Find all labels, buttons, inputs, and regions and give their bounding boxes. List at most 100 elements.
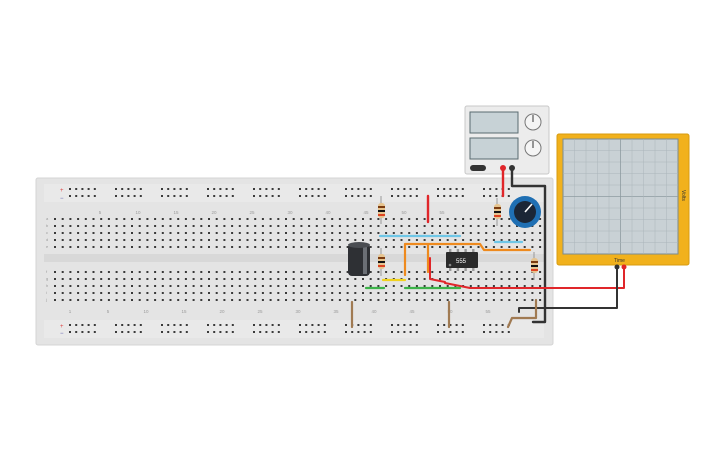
power-supply[interactable] bbox=[464, 105, 550, 175]
rail-hole bbox=[179, 188, 182, 190]
potentiometer[interactable] bbox=[509, 196, 541, 228]
rail-hole bbox=[345, 324, 347, 326]
wire-black-power[interactable] bbox=[510, 166, 547, 324]
breadboard-hole bbox=[161, 239, 164, 241]
breadboard-hole bbox=[100, 232, 103, 234]
breadboard-hole bbox=[184, 292, 187, 294]
breadboard-hole bbox=[454, 239, 457, 241]
rail-hole bbox=[133, 331, 136, 333]
rail-hole bbox=[139, 188, 142, 190]
breadboard-hole bbox=[177, 271, 180, 273]
breadboard-hole bbox=[92, 218, 95, 220]
breadboard-hole bbox=[215, 271, 218, 273]
breadboard-hole bbox=[446, 239, 449, 241]
breadboard-hole bbox=[246, 239, 249, 241]
breadboard-hole bbox=[200, 218, 203, 220]
breadboard-hole bbox=[469, 225, 472, 227]
breadboard-hole bbox=[115, 218, 118, 220]
breadboard-hole bbox=[107, 232, 110, 234]
rail-hole bbox=[271, 331, 274, 333]
breadboard-hole bbox=[161, 225, 164, 227]
breadboard-hole bbox=[177, 299, 180, 301]
rail-hole bbox=[271, 188, 274, 190]
breadboard-hole bbox=[200, 271, 203, 273]
resistor-1[interactable] bbox=[378, 196, 385, 224]
breadboard-hole bbox=[261, 232, 264, 234]
breadboard-top-rail bbox=[44, 184, 544, 202]
resistor-3[interactable] bbox=[494, 198, 501, 226]
rail-hole bbox=[115, 188, 117, 190]
breadboard-hole bbox=[107, 292, 110, 294]
resistor-3-band bbox=[494, 211, 501, 213]
rail-hole bbox=[139, 195, 142, 197]
breadboard-hole bbox=[192, 285, 195, 287]
breadboard-hole bbox=[346, 218, 349, 220]
breadboard-hole bbox=[539, 271, 542, 273]
wire-orange-main[interactable] bbox=[403, 242, 532, 277]
breadboard-hole bbox=[77, 278, 80, 280]
breadboard-hole bbox=[246, 292, 249, 294]
chip-pin bbox=[449, 268, 452, 271]
breadboard-hole bbox=[431, 285, 434, 287]
breadboard-hole bbox=[539, 246, 542, 248]
breadboard-hole bbox=[415, 225, 418, 227]
breadboard-hole bbox=[277, 271, 280, 273]
breadboard-hole bbox=[254, 271, 257, 273]
breadboard-hole bbox=[208, 246, 210, 248]
breadboard-hole bbox=[300, 285, 303, 287]
breadboard-hole bbox=[200, 225, 203, 227]
wires[interactable] bbox=[350, 166, 625, 329]
chip-notch bbox=[448, 263, 452, 267]
column-label: 45 bbox=[409, 309, 415, 314]
breadboard-hole bbox=[292, 285, 295, 287]
breadboard-hole bbox=[84, 271, 87, 273]
breadboard-hole bbox=[400, 292, 403, 294]
rail-hole bbox=[437, 195, 439, 197]
wire-red-chip[interactable] bbox=[429, 257, 446, 283]
breadboard-hole bbox=[423, 239, 426, 241]
breadboard-hole bbox=[192, 225, 195, 227]
rail-hole bbox=[207, 188, 209, 190]
rail-hole bbox=[437, 188, 439, 190]
breadboard-hole bbox=[392, 225, 395, 227]
rail-hole bbox=[259, 188, 262, 190]
breadboard-hole bbox=[323, 218, 326, 220]
breadboard-hole bbox=[138, 285, 141, 287]
breadboard-hole bbox=[346, 278, 349, 280]
resistor-2[interactable] bbox=[378, 248, 385, 276]
breadboard-hole bbox=[400, 232, 403, 234]
breadboard-hole bbox=[292, 225, 295, 227]
breadboard-hole bbox=[292, 218, 295, 220]
column-label: 10 bbox=[135, 210, 141, 215]
rail-hole bbox=[185, 331, 188, 333]
wire-black-scope[interactable] bbox=[518, 266, 618, 313]
breadboard-hole bbox=[146, 225, 149, 227]
breadboard-hole bbox=[400, 246, 403, 248]
row-label: c bbox=[46, 230, 48, 235]
timer-chip-555[interactable]: 555 bbox=[446, 249, 478, 271]
breadboard-hole bbox=[285, 246, 287, 248]
resistor-4[interactable] bbox=[531, 252, 538, 280]
breadboard-hole bbox=[100, 278, 103, 280]
breadboard-hole bbox=[208, 225, 210, 227]
breadboard-hole bbox=[516, 225, 518, 227]
power-switch[interactable] bbox=[470, 165, 486, 171]
column-label: 30 bbox=[295, 309, 301, 314]
rail-hole bbox=[253, 195, 255, 197]
oscilloscope[interactable]: Time Volts bbox=[556, 133, 690, 270]
components[interactable]: 555 bbox=[348, 196, 541, 280]
breadboard-hole bbox=[92, 285, 95, 287]
electrolytic-capacitor[interactable] bbox=[348, 242, 370, 276]
breadboard-hole bbox=[69, 246, 72, 248]
breadboard-hole bbox=[423, 271, 426, 273]
wire-red-scope[interactable] bbox=[444, 266, 625, 289]
rail-hole bbox=[489, 324, 492, 326]
breadboard-hole bbox=[177, 239, 180, 241]
wire-brown-right[interactable] bbox=[506, 298, 538, 329]
rail-hole bbox=[317, 188, 320, 190]
rail-hole bbox=[265, 331, 268, 333]
row-label: j bbox=[45, 297, 47, 302]
breadboard-holes[interactable] bbox=[54, 188, 542, 333]
